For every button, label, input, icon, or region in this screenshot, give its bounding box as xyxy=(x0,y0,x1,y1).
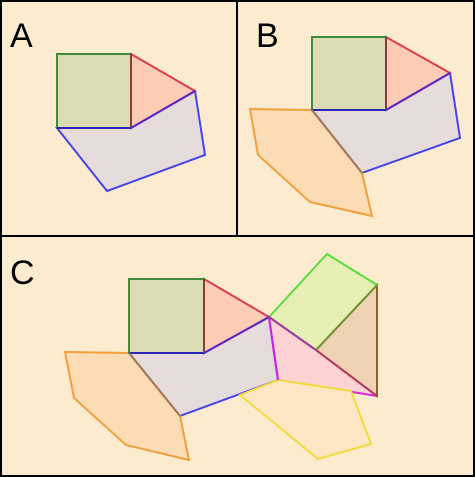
panel-c-label: C xyxy=(10,254,35,292)
panel-b-label: B xyxy=(256,17,279,55)
panel-a-figure xyxy=(54,52,207,193)
panel-c-yellow-pentagon xyxy=(238,378,373,461)
panel-c-figure xyxy=(63,252,379,462)
panel-c-shared-edge xyxy=(203,316,270,354)
panel-b-figure xyxy=(248,35,462,218)
panel-a-shared-edge xyxy=(130,90,196,129)
panel-c-shared-edge xyxy=(128,352,181,417)
panel-a-label: A xyxy=(10,17,33,55)
panel-c-shared-edge xyxy=(315,349,378,397)
panel-c-shared-edge xyxy=(268,316,317,351)
panel-b-shared-edge xyxy=(311,109,363,174)
panel-c-shared-edge xyxy=(315,284,378,351)
panel-b-green-square xyxy=(311,36,387,111)
panel-a-green-square xyxy=(56,53,132,129)
panel-c-shared-edge xyxy=(268,316,279,381)
panel-c-green-square xyxy=(128,278,205,354)
panel-c-frame xyxy=(0,235,475,477)
panel-b-shared-edge xyxy=(385,72,451,111)
